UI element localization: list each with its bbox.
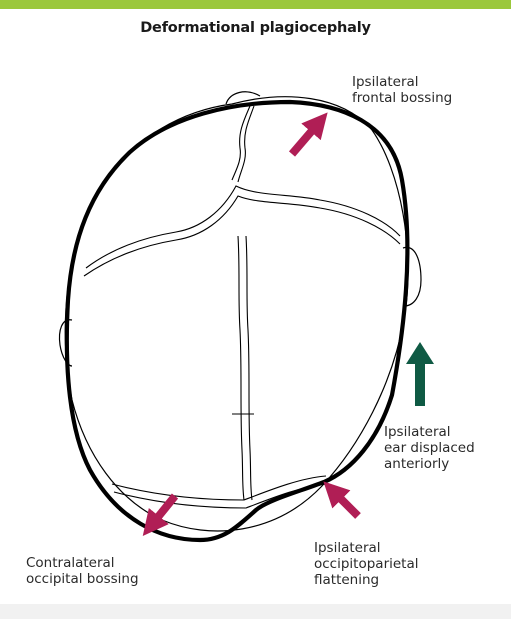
contralateral-bossing-arrow [154,496,175,522]
normal-skull-outline [65,97,408,531]
occipitoparietal-flattening-label: Ipsilateral occipitoparietal flattening [314,540,419,588]
ear-displaced-arrow [406,342,434,406]
ear-displaced-label: Ipsilateral ear displaced anteriorly [384,424,475,472]
frontal-bossing-arrow [292,126,316,154]
occipitoparietal-flattening-arrow [336,494,358,516]
frontal-bossing-label: Ipsilateral frontal bossing [352,74,452,106]
contralateral-bossing-label: Contralateral occipital bossing [26,555,139,587]
